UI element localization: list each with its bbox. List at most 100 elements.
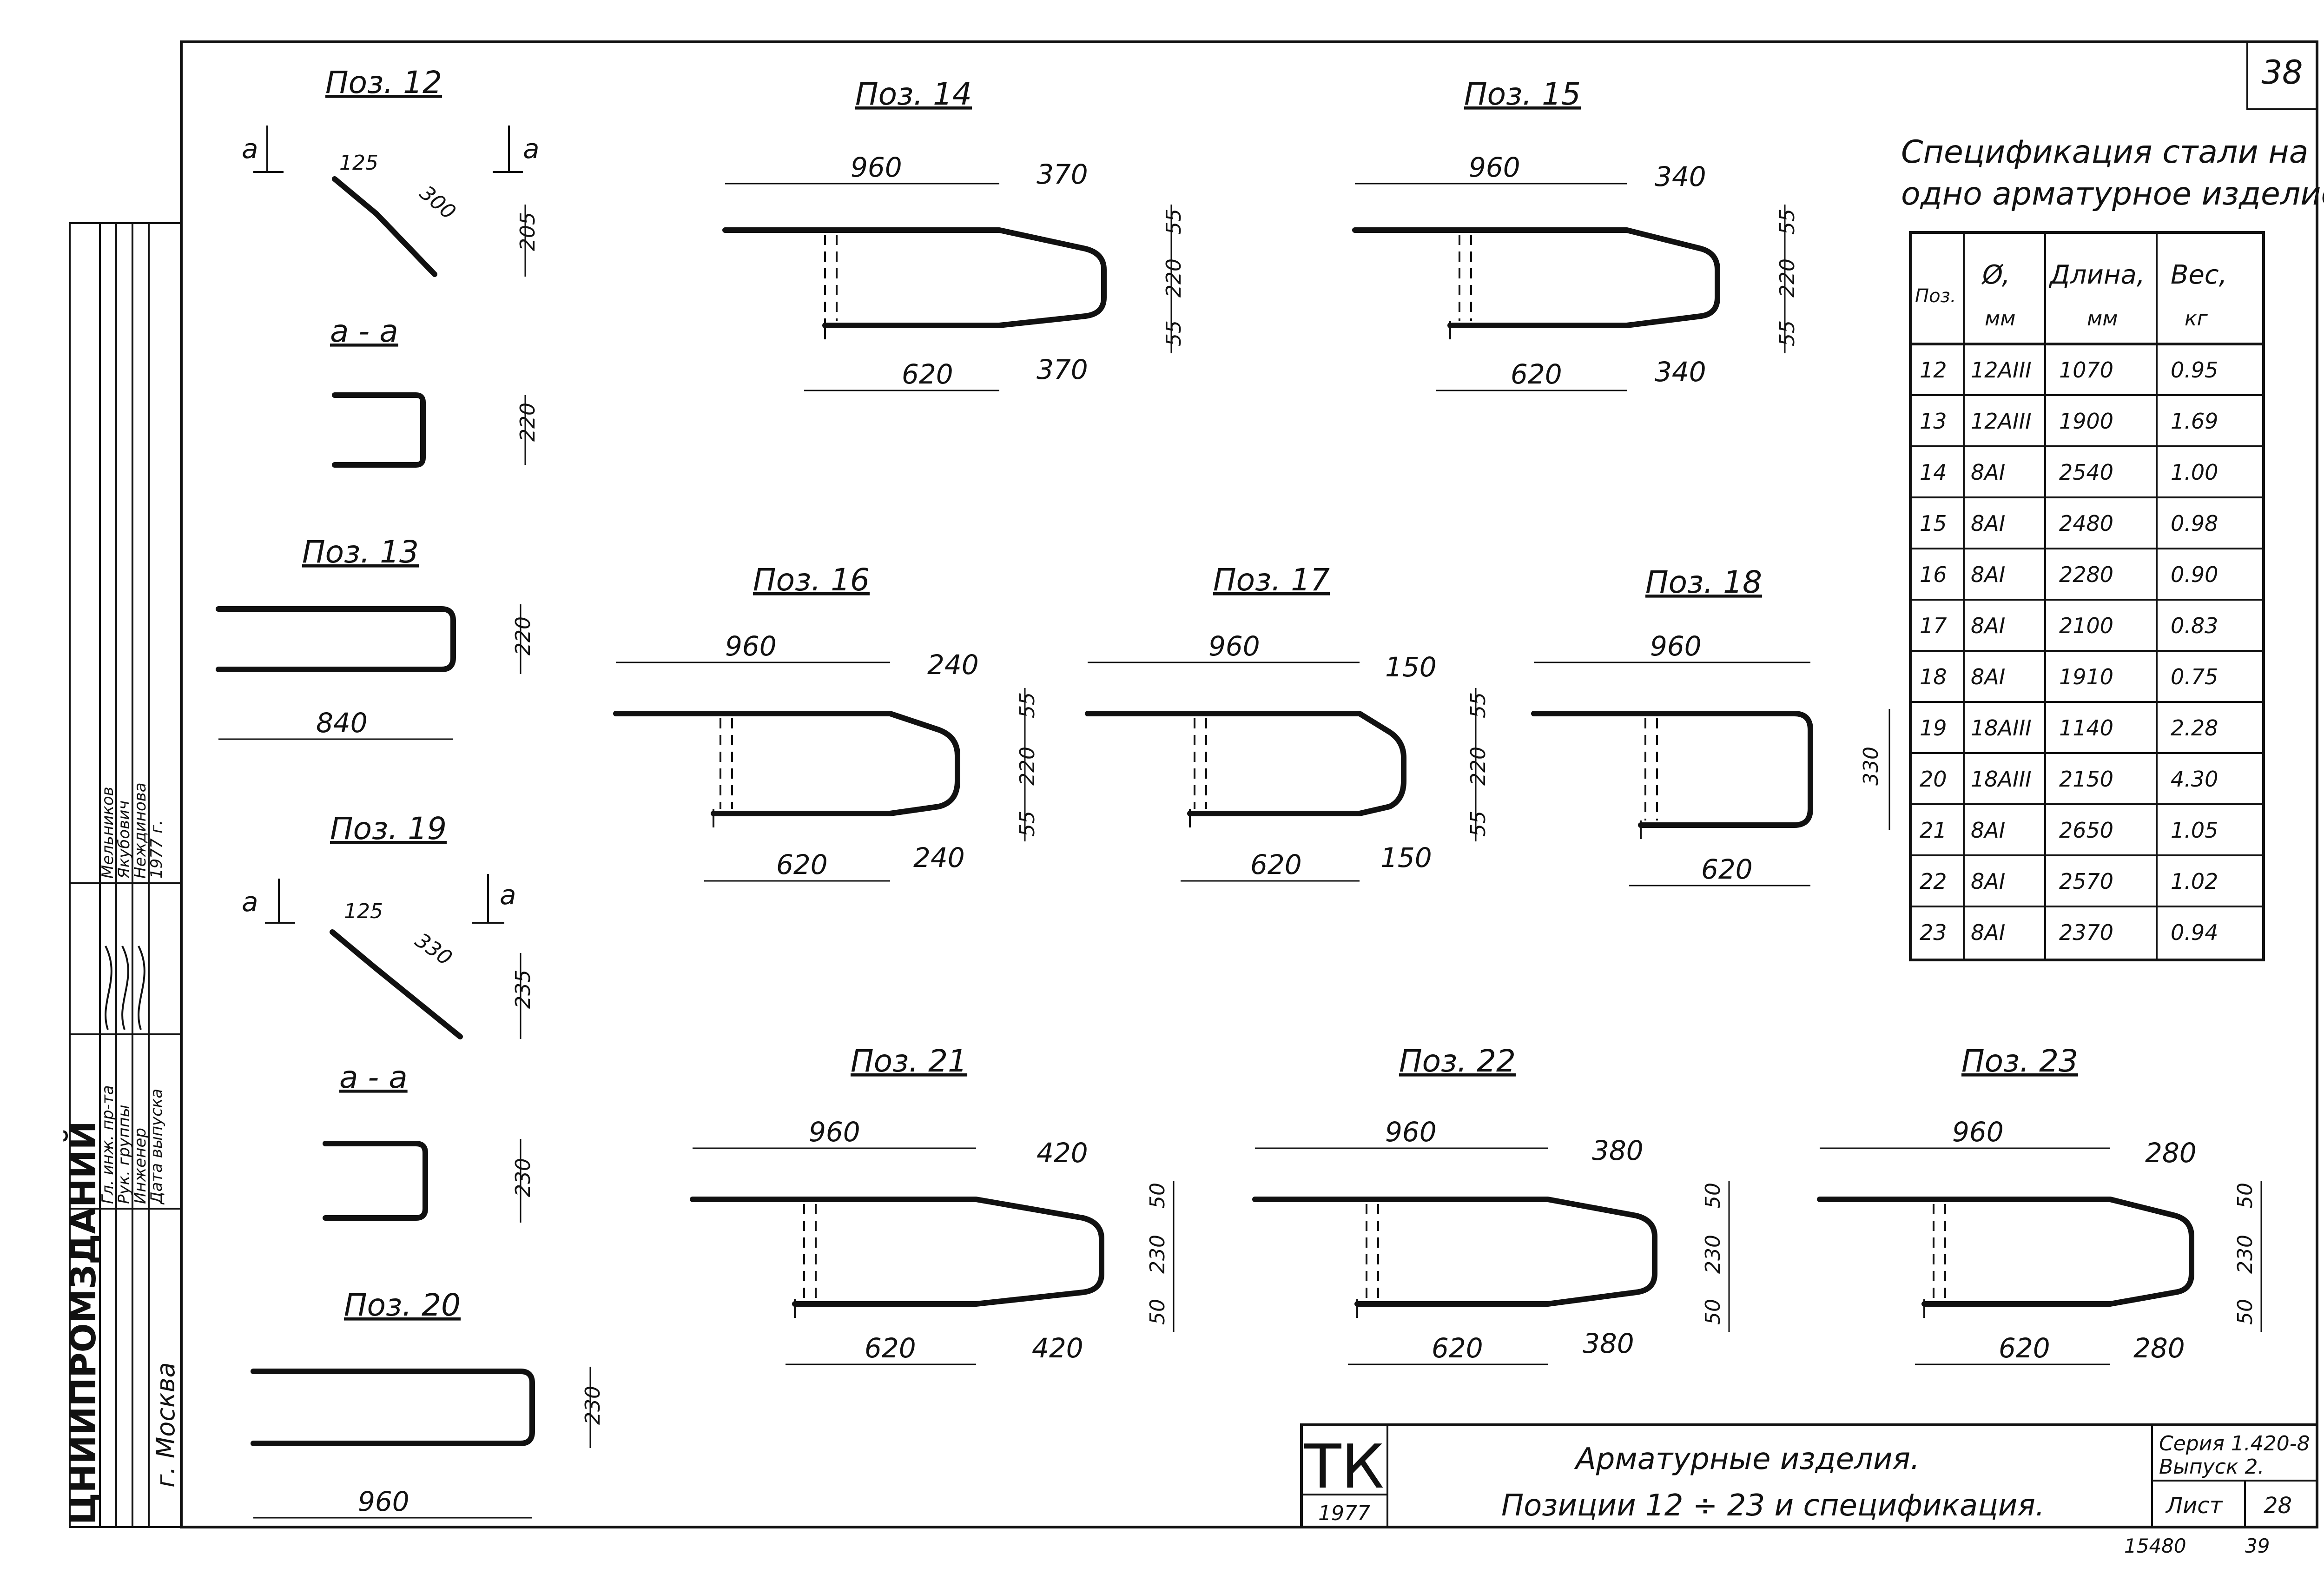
pos-23-top: 960 — [1952, 1116, 2004, 1148]
spec-row-lines — [1910, 343, 2264, 907]
pos-23-bar — [1817, 1197, 2194, 1307]
spec-cell: 12АIII — [1971, 357, 2032, 383]
spec-title-1: Спецификация стали на — [1901, 134, 2308, 171]
tb-line2: Позиции 12 ÷ 23 и спецификация. — [1501, 1488, 2045, 1523]
spec-cell: 4.30 — [2171, 767, 2218, 792]
spec-cell: 8АI — [1971, 562, 2005, 587]
pos-17-bottom: 620 — [1250, 849, 1302, 880]
pos-20-len: 960 — [358, 1486, 409, 1517]
pos-19: Поз. 19 а а 125 330 235 а - а 230 — [242, 811, 535, 1223]
stamp-role-1: Гл. инж. пр-та — [99, 1085, 117, 1204]
pos-23-title: Поз. 23 — [1961, 1043, 2078, 1079]
pos-13: Поз. 13 220 840 — [216, 534, 535, 740]
pos-19-mark-r: а — [500, 879, 516, 911]
pos-17: Поз. 17 960 150 620 150 55 220 55 — [1085, 562, 1490, 882]
pos-19-mark-l: а — [242, 886, 258, 918]
spec-table: Спецификация стали на одно арматурное из… — [1901, 134, 2324, 961]
pos-19-d2: 330 — [411, 928, 456, 970]
pos-21-h3: 50 — [1146, 1299, 1169, 1325]
spec-cell: 2370 — [2059, 920, 2113, 945]
sheet-number-box — [2246, 41, 2318, 110]
spec-cell: 19 — [1920, 715, 1947, 741]
spec-cell: 2.28 — [2171, 715, 2218, 741]
tb-tk: ТК — [1304, 1431, 1384, 1502]
stamp-role-2: Рук. группы — [115, 1105, 133, 1204]
pos-14-slope-b: 370 — [1037, 354, 1088, 385]
pos-13-bar — [216, 606, 456, 672]
spec-cell: 18АIII — [1971, 767, 2032, 792]
stamp-name-4: 1977 г. — [147, 820, 166, 879]
pos-16-title: Поз. 16 — [753, 562, 870, 598]
spec-cell: 18АIII — [1971, 715, 2032, 741]
pos-17-title: Поз. 17 — [1213, 562, 1330, 598]
spec-cell: 16 — [1920, 562, 1947, 587]
pos-21-top: 960 — [809, 1116, 860, 1148]
pos-19-bar — [330, 929, 463, 1039]
spec-h-wt-unit: кг — [2185, 307, 2208, 331]
pos-23-h2: 230 — [2233, 1235, 2257, 1274]
spec-cell: 1900 — [2059, 409, 2113, 434]
pos-16-h1: 55 — [1016, 692, 1039, 718]
pos-19-d1: 125 — [344, 900, 383, 923]
pos-20-bar — [251, 1369, 535, 1446]
pos-15-title: Поз. 15 — [1464, 76, 1581, 112]
pos-17-slope-t: 150 — [1385, 651, 1437, 683]
pos-14-bottom: 620 — [902, 358, 953, 390]
stamp-role-3: Инженер — [131, 1128, 150, 1204]
stamp-role-4: Дата выпуска — [147, 1089, 166, 1205]
pos-15-slope-b: 340 — [1655, 356, 1706, 388]
pos-21-h2: 230 — [1146, 1235, 1169, 1274]
pos-14-h2: 220 — [1162, 258, 1186, 298]
spec-cell: 21 — [1920, 818, 1947, 843]
pos-21-slope-b: 420 — [1032, 1332, 1083, 1364]
pos-14-slope-t: 370 — [1037, 159, 1088, 190]
spec-cell: 8АI — [1971, 613, 2005, 638]
pos-22-h2: 230 — [1701, 1235, 1725, 1274]
pos-20-h: 230 — [581, 1386, 605, 1425]
spec-cell: 0.75 — [2171, 664, 2218, 689]
pos-21: Поз. 21 960 420 620 420 50 230 50 — [690, 1043, 1175, 1365]
pos-12s-bar — [332, 392, 426, 468]
spec-title-2: одно арматурное изделие. — [1901, 176, 2324, 212]
spec-h-dia-unit: мм — [1985, 307, 2015, 331]
pos-12-d2: 300 — [415, 181, 460, 224]
spec-cell: 23 — [1920, 920, 1947, 945]
pos-18-top: 960 — [1650, 630, 1702, 662]
pos-22-title: Поз. 22 — [1399, 1043, 1516, 1079]
pos-23-h3: 50 — [2233, 1299, 2257, 1325]
tb-line1: Арматурные изделия. — [1574, 1442, 1920, 1476]
pos-22-slope-b: 380 — [1583, 1328, 1634, 1359]
spec-h-wt: Вес, — [2171, 260, 2227, 290]
pos-12s-h: 220 — [516, 403, 540, 442]
pos-18-title: Поз. 18 — [1645, 564, 1762, 600]
stamp-name-1: Мельников — [99, 787, 117, 879]
side-stamp: ЦНИИПРОМЗДАНИЙ г. Москва Гл. инж. пр-та … — [63, 222, 182, 1528]
pos-21-slope-t: 420 — [1037, 1137, 1088, 1169]
pos-16-bar — [613, 711, 960, 816]
spec-cell: 0.95 — [2171, 357, 2218, 383]
pos-13-title: Поз. 13 — [302, 534, 419, 570]
pos-17-h1: 55 — [1466, 692, 1490, 718]
pos-15-bottom: 620 — [1511, 358, 1562, 390]
spec-cell: 2540 — [2059, 460, 2113, 485]
stamp-name-3: Неждинова — [131, 782, 150, 879]
pos-12s-title: а - а — [330, 313, 398, 349]
pos-23-slope-b: 280 — [2133, 1332, 2185, 1364]
pos-17-top: 960 — [1208, 630, 1260, 662]
pos-18-bar — [1531, 711, 1813, 828]
pos-22-h1: 50 — [1701, 1183, 1725, 1209]
tb-year: 1977 — [1318, 1502, 1370, 1525]
pos-22-bottom: 620 — [1432, 1332, 1483, 1364]
spec-cell: 8АI — [1971, 664, 2005, 689]
signatures — [105, 946, 145, 1030]
pos-19s-bar — [323, 1141, 428, 1221]
pos-16-h2: 220 — [1016, 747, 1039, 786]
spec-cell: 12 — [1920, 357, 1947, 383]
spec-cell: 2280 — [2059, 562, 2113, 587]
